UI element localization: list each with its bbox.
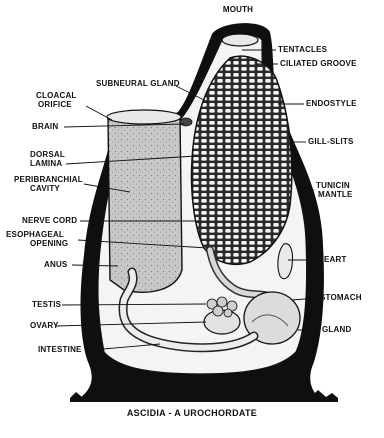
label-peribranchial-cavity-line2: CAVITY <box>30 185 60 193</box>
label-dorsal-lamina-line2: LAMINA <box>30 160 62 168</box>
label-brain: BRAIN <box>32 123 58 131</box>
label-testis: TESTIS <box>32 301 61 309</box>
label-intestine: INTESTINE <box>38 346 82 354</box>
label-ovary: OVARY <box>30 322 59 330</box>
heart-shape <box>278 244 293 279</box>
label-esophageal-opening-line2: OPENING <box>30 240 68 248</box>
label-tentacles: TENTACLES <box>278 46 327 54</box>
figure-caption: ASCIDIA - A UROCHORDATE <box>0 408 384 418</box>
label-tunicin-mantle-line1: TUNICIN <box>316 182 350 190</box>
label-mouth: MOUTH <box>208 6 268 14</box>
label-cloacal-orifice-line2: ORIFICE <box>38 101 72 109</box>
label-stomach: STOMACH <box>320 294 362 302</box>
label-cloacal-orifice-line1: CLOACAL <box>36 92 77 100</box>
label-gill-slits: GILL-SLITS <box>308 138 354 146</box>
label-esophageal-opening-line1: ESOPHAGEAL <box>6 231 64 239</box>
label-peribranchial-cavity-line1: PERIBRANCHIAL <box>14 176 83 184</box>
label-anus: ANUS <box>44 261 67 269</box>
atrial-siphon <box>108 112 182 293</box>
label-heart: HEART <box>318 256 347 264</box>
label-gland: GLAND <box>322 326 351 334</box>
label-tunicin-mantle-line2: MANTLE <box>318 191 353 199</box>
label-dorsal-lamina-line1: DORSAL <box>30 151 65 159</box>
label-subneural-gland: SUBNEURAL GLAND <box>96 80 176 88</box>
label-endostyle: ENDOSTYLE <box>306 100 357 108</box>
label-ciliated-groove: CILIATED GROOVE <box>280 60 357 68</box>
label-nerve-cord: NERVE CORD <box>22 217 77 225</box>
